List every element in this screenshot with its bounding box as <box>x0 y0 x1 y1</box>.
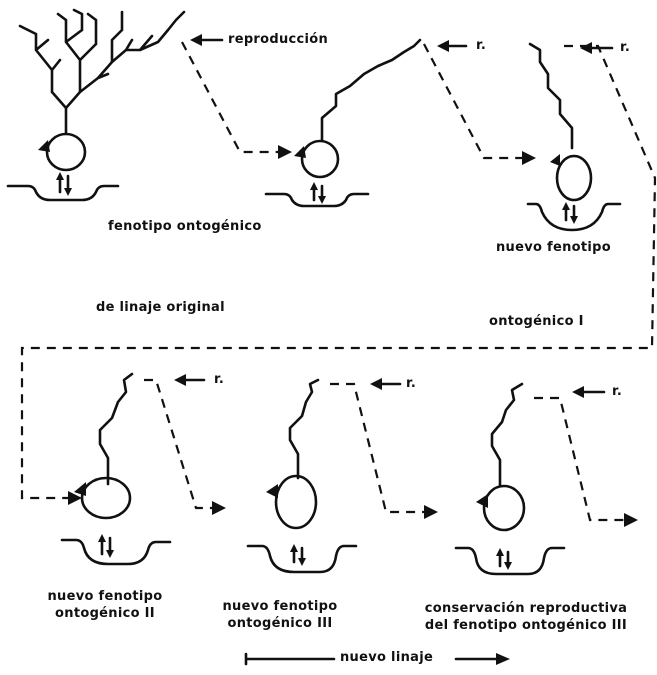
original-basin <box>6 184 120 202</box>
label-nuevo-linaje: nuevo linaje <box>340 650 434 665</box>
label-nuevo-fenotipo-ii-line1: nuevo fenotipo <box>47 589 163 604</box>
label-nuevo-fenotipo: nuevo fenotipo <box>496 240 612 255</box>
label-conservacion-reproductiva: conservación reproductiva del fenotipo o… <box>406 600 646 634</box>
stage-4-phenotype <box>60 372 172 566</box>
stage-2-phenotype <box>264 38 422 208</box>
stage-2-cycle <box>300 139 340 179</box>
label-nuevo-fenotipo-ii-line2: ontogénico II <box>55 606 155 621</box>
stage-2-lineage <box>320 38 422 142</box>
stage-4-basin <box>60 538 172 566</box>
label-de-linaje-original: de linaje original <box>96 300 225 315</box>
original-cycle <box>45 132 87 172</box>
stage-5-phenotype <box>246 378 358 574</box>
stage-5-lineage <box>288 378 320 480</box>
label-r-stage-5: r. <box>406 376 417 391</box>
stage-4-lineage <box>98 372 134 486</box>
label-conservacion-line2: del fenotipo ontogénico III <box>424 618 628 633</box>
label-r-stage-6: r. <box>612 384 623 399</box>
label-ontogenico-i: ontogénico I <box>489 314 584 329</box>
label-r-stage-4: r. <box>214 372 225 387</box>
stage-6-phenotype <box>454 382 566 576</box>
label-conservacion-line1: conservación reproductiva <box>424 601 628 616</box>
label-reproduccion: reproducción <box>228 32 329 47</box>
original-tree <box>18 8 186 135</box>
stage-6-basin <box>454 546 566 576</box>
stage-3-lineage <box>528 42 574 150</box>
label-nuevo-fenotipo-iii-line1: nuevo fenotipo <box>222 599 338 614</box>
stage-4-cycle <box>80 476 132 520</box>
stage-5-basin <box>246 544 358 574</box>
label-nuevo-fenotipo-iii: nuevo fenotipo ontogénico III <box>212 598 348 632</box>
nuevo-linaje-bracket <box>244 652 502 666</box>
stage-2-basin <box>264 192 370 208</box>
label-r-stage-2: r. <box>476 38 487 53</box>
original-phenotype <box>6 8 186 202</box>
label-fenotipo-ontogenico: fenotipo ontogénico <box>108 219 262 234</box>
stage-5-cycle <box>274 474 318 530</box>
label-nuevo-fenotipo-iii-line2: ontogénico III <box>227 616 333 631</box>
stage-6-cycle <box>482 484 526 532</box>
stage-3-phenotype <box>526 42 622 232</box>
label-nuevo-fenotipo-ii: nuevo fenotipo ontogénico II <box>40 588 170 622</box>
stage-6-lineage <box>490 382 524 488</box>
label-r-stage-3: r. <box>620 40 631 55</box>
stage-3-basin <box>526 202 622 232</box>
stage-3-cycle <box>555 154 593 202</box>
